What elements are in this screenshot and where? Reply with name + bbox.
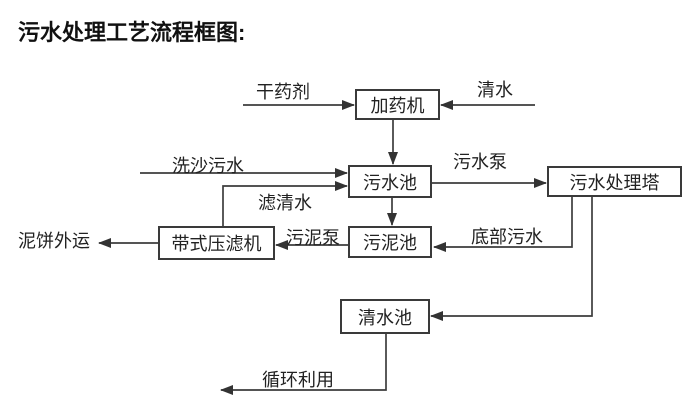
label-dry-agent: 干药剂 [256, 82, 310, 102]
node-sewage-pool: 污水池 [348, 165, 432, 198]
label-bottom-sewage: 底部污水 [471, 227, 543, 247]
label-sand-washing-sewage: 洗沙污水 [172, 156, 244, 176]
edge-tower-to-clean-water-pool [430, 196, 593, 321]
label-filtered-water: 滤清水 [258, 193, 312, 213]
node-dosing-machine: 加药机 [355, 89, 440, 120]
edge-filtered-water-press-to-sewage-pool [222, 181, 348, 226]
label-sludge-pump: 污泥泵 [286, 228, 340, 248]
edge-clean-water-pool-to-recycle-use [220, 334, 387, 395]
edge-bottom-sewage-tower-to-sludge-pool [433, 196, 573, 252]
label-clean-water: 清水 [477, 80, 513, 100]
node-sewage-treatment-tower: 污水处理塔 [547, 166, 682, 197]
label-sewage-pump: 污水泵 [453, 152, 507, 172]
label-mud-cake-outbound: 泥饼外运 [18, 231, 90, 251]
node-sludge-pool: 污泥池 [348, 226, 432, 258]
page-title: 污水处理工艺流程框图: [18, 20, 246, 45]
label-recycle-use: 循环利用 [262, 370, 334, 390]
node-belt-filter-press: 带式压滤机 [158, 226, 275, 260]
node-clean-water-pool: 清水池 [340, 299, 430, 334]
